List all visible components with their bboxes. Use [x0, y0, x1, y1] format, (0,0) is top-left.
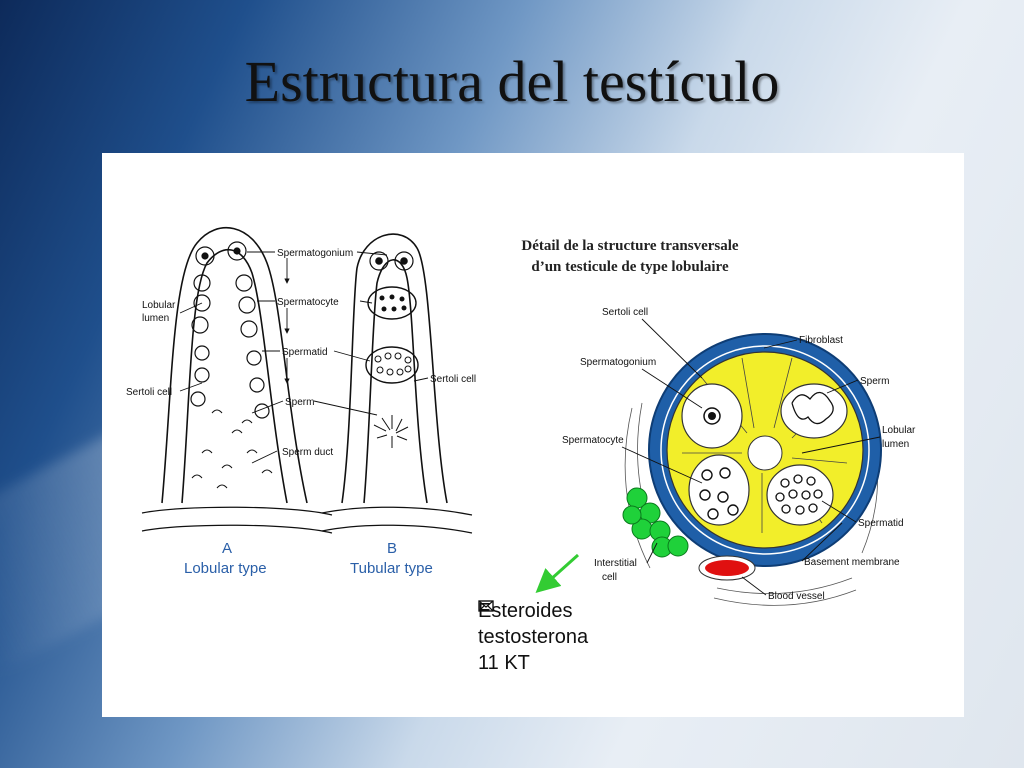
- right-leader-lines: [621, 318, 881, 596]
- label-spermatid-left: Spermatid: [282, 347, 328, 358]
- diagram-panel: Spermatogonium Spermatocyte Spermatid Sp…: [102, 153, 964, 717]
- label-lobular-lumen-2: lumen: [142, 313, 169, 324]
- steroid-item-label: 11 KT: [478, 652, 530, 674]
- label-spermatocyte-left: Spermatocyte: [277, 297, 339, 308]
- label-interstitial-1: Interstitial: [594, 558, 637, 569]
- label-sperm-right: Sperm: [860, 376, 889, 387]
- envelope-icon: [478, 600, 494, 612]
- label-blood-vessel: Blood vessel: [768, 591, 825, 602]
- label-type-a-letter: A: [222, 540, 232, 557]
- steroids-heading: Esteroides: [478, 600, 573, 622]
- lobule-type-b: [321, 233, 473, 534]
- label-spermatid-right: Spermatid: [858, 518, 904, 529]
- steroids-list: Esteroides testosterona 11 KT: [478, 598, 588, 676]
- left-labels: Spermatogonium Spermatocyte Spermatid Sp…: [126, 248, 476, 577]
- cross-section: [622, 333, 882, 606]
- label-type-a-name: Lobular type: [184, 560, 267, 577]
- label-interstitial-2: cell: [602, 572, 617, 583]
- label-sperm-left: Sperm: [285, 397, 314, 408]
- label-basement-membrane: Basement membrane: [804, 557, 900, 568]
- right-labels: Sertoli cell Fibroblast Spermatogonium S…: [562, 307, 916, 602]
- label-type-b-name: Tubular type: [350, 560, 433, 577]
- label-spermatogonium-left: Spermatogonium: [277, 248, 353, 259]
- label-lobular-lumen-1: Lobular: [142, 300, 176, 311]
- label-spermatocyte-right: Spermatocyte: [562, 435, 624, 446]
- label-sertoli-b: Sertoli cell: [430, 374, 476, 385]
- label-sertoli-a: Sertoli cell: [126, 387, 172, 398]
- steroid-item: testosterona: [478, 600, 589, 650]
- steroid-item-label: testosterona: [478, 626, 589, 648]
- green-arrow: [535, 553, 580, 594]
- label-sperm-duct: Sperm duct: [282, 447, 333, 458]
- testis-diagram: Spermatogonium Spermatocyte Spermatid Sp…: [126, 227, 916, 606]
- label-type-b-letter: B: [387, 540, 397, 557]
- label-lobular-lumen-right-1: Lobular: [882, 425, 916, 436]
- label-lobular-lumen-right-2: lumen: [882, 439, 909, 450]
- label-spermatogonium-right: Spermatogonium: [580, 357, 656, 368]
- label-fibroblast: Fibroblast: [799, 335, 843, 346]
- left-leader-lines: [179, 251, 429, 464]
- label-sertoli-right: Sertoli cell: [602, 307, 648, 318]
- cross-section-heading-1: Détail de la structure transversale: [521, 238, 739, 254]
- steroid-item: 11 KT: [478, 600, 588, 676]
- lobule-type-a: [141, 227, 333, 534]
- slide-title: Estructura del testículo: [244, 49, 780, 114]
- cross-section-heading-2: d’un testicule de type lobulaire: [531, 259, 729, 275]
